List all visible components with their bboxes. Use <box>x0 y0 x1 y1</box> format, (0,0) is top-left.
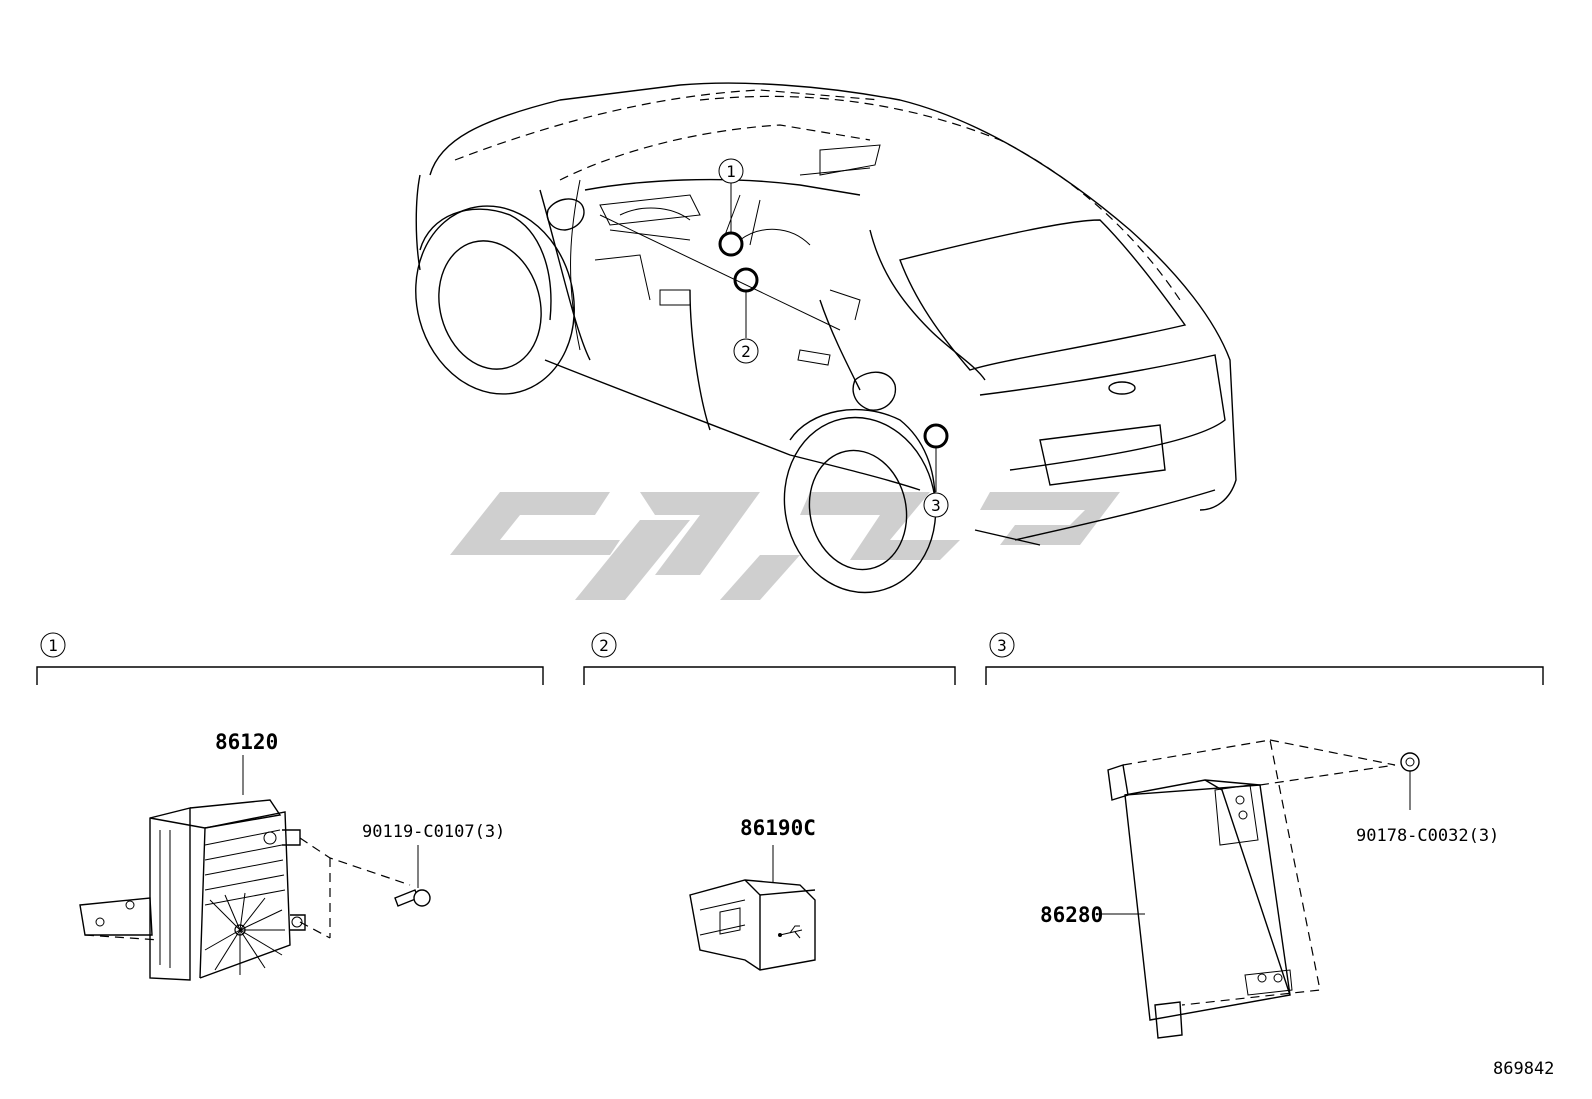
amplifier-86120 <box>79 755 411 981</box>
usb-port-86190C <box>689 845 816 971</box>
module-86280 <box>1098 739 1396 1039</box>
part-86190C-label: 86190C <box>740 816 816 840</box>
nut-90178 <box>1400 752 1420 810</box>
usb-icon <box>778 925 803 939</box>
vehicle-callout-2: 2 <box>733 338 759 364</box>
heat-sink-fins <box>204 892 285 975</box>
part-90119-label: 90119-C0107(3) <box>362 822 505 842</box>
part-90178-label: 90178-C0032(3) <box>1356 826 1499 846</box>
diagram-number: 869842 <box>1493 1059 1554 1079</box>
section-1-number: 1 <box>48 636 58 655</box>
callout-3-label: 3 <box>931 496 941 515</box>
section-2-number: 2 <box>599 636 609 655</box>
bolt-90119 <box>394 845 431 907</box>
vehicle-callout-1: 1 <box>718 158 744 184</box>
watermark-logo <box>450 492 1120 600</box>
vehicle-callout-3: 3 <box>923 492 949 518</box>
section-1-header: 1 <box>36 632 544 685</box>
part-86120-label: 86120 <box>215 730 278 754</box>
callout-2-label: 2 <box>741 342 751 361</box>
location-markers <box>718 183 949 492</box>
section-3-header: 3 <box>985 632 1544 685</box>
part-86280-label: 86280 <box>1040 903 1103 927</box>
vehicle-illustration <box>415 82 1237 594</box>
callout-1-label: 1 <box>726 162 736 181</box>
section-2-header: 2 <box>583 632 956 685</box>
section-3-number: 3 <box>997 636 1007 655</box>
